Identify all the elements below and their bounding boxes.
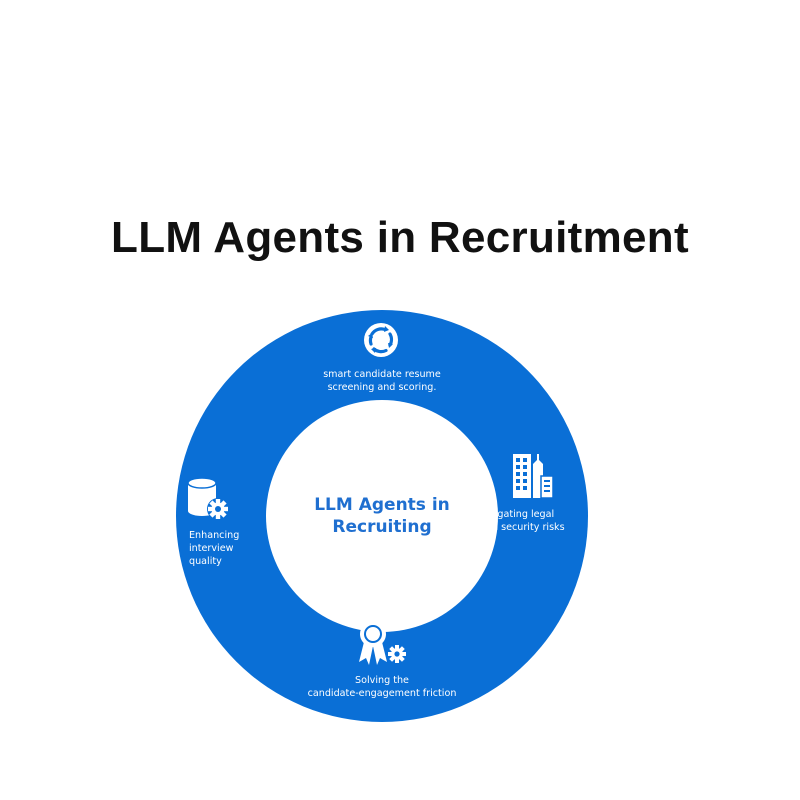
- segment-top-line-2: screening and scoring.: [327, 382, 437, 393]
- segment-bottom-line-2: candidate-engagement friction: [307, 688, 457, 699]
- segment-label-left: Enhancing interview quality: [189, 529, 269, 568]
- segment-left-line-3: quality: [189, 556, 222, 567]
- segment-label-bottom: Solving the candidate-engagement frictio…: [282, 674, 482, 700]
- segment-label-top: smart candidate resume screening and sco…: [302, 368, 462, 394]
- segment-label-right: Mitigating legal and security risks: [480, 508, 590, 534]
- buildings-icon: [511, 450, 555, 500]
- diagram-hub: LLM Agents in Recruiting: [266, 400, 498, 632]
- segment-top-line-1: smart candidate resume: [323, 369, 441, 380]
- hub-label-line-2: Recruiting: [332, 517, 432, 537]
- segment-bottom-line-1: Solving the: [355, 675, 409, 686]
- hub-label-line-1: LLM Agents in: [314, 495, 450, 515]
- segment-left-line-2: interview: [189, 543, 234, 554]
- hub-label: LLM Agents in Recruiting: [292, 494, 472, 538]
- award-ribbon-gear-icon: [355, 620, 411, 668]
- page-title: LLM Agents in Recruitment: [111, 213, 689, 262]
- segment-right-line-2: and security risks: [480, 522, 565, 533]
- segment-left-line-1: Enhancing: [189, 530, 240, 541]
- segment-right-line-1: Mitigating legal: [480, 509, 555, 520]
- database-gear-icon: [186, 477, 232, 523]
- refresh-cycle-icon: [363, 322, 399, 358]
